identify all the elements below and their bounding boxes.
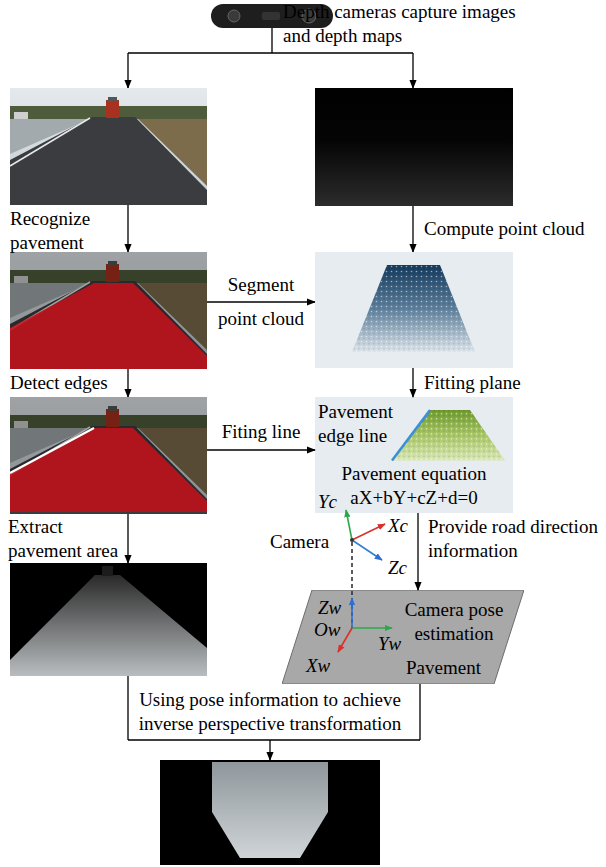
- dark-overlay: [10, 397, 207, 512]
- label-slot: Fitting plane: [424, 371, 521, 395]
- text-slot: Pavement: [406, 656, 481, 680]
- edge-label: Provide road direction information: [428, 515, 606, 563]
- camera-label: Camera: [270, 530, 329, 554]
- merge-bracket: [128, 676, 420, 740]
- dark-overlay: [10, 252, 207, 369]
- label-slot: Recognize pavement: [10, 207, 120, 255]
- label-slot: Detect edges: [10, 371, 108, 395]
- axis-arrow: [352, 627, 392, 629]
- camera-sensor: [262, 12, 280, 20]
- flow-arrow: [207, 301, 315, 302]
- step-label: Depth cameras capture images and depth m…: [283, 0, 523, 48]
- flow-arrow: [412, 368, 413, 397]
- label-slot: Segment point cloud: [210, 268, 312, 336]
- label-slot: Xc: [388, 514, 408, 538]
- axis-label: Yc: [318, 490, 337, 514]
- text-slot: Camera pose estimation: [402, 598, 506, 646]
- segmented-photo: [10, 252, 207, 369]
- axis-label: Yw: [378, 632, 401, 656]
- pose-step-label: Camera pose estimation: [402, 598, 506, 646]
- axis-arrow: [346, 510, 352, 540]
- flow-arrow: [127, 53, 128, 88]
- flow-arrow: [127, 369, 128, 397]
- plane-label: Pavement: [406, 656, 481, 680]
- camera-lens: [228, 10, 240, 22]
- point-cloud: [352, 265, 475, 352]
- axis-arrow: [352, 524, 385, 540]
- truck-shape: [102, 566, 113, 576]
- step-label: Detect edges: [10, 371, 108, 395]
- edge-label-slot: Provide road direction information: [428, 515, 606, 563]
- camera-origin: [350, 538, 354, 542]
- birdseye-pavement: [212, 762, 328, 858]
- step-label: Segment point cloud: [210, 268, 312, 336]
- edge-line: [10, 428, 94, 473]
- label-slot: Yw: [378, 632, 401, 656]
- axis-arrow: [352, 540, 382, 560]
- pavement-area: [10, 575, 207, 676]
- panel-note: Pavement edge line: [318, 400, 398, 448]
- axis-label: Xw: [306, 654, 330, 678]
- flow-arrow: [412, 53, 413, 88]
- step-label: Extract pavement area: [8, 515, 124, 563]
- pavement-mask: [10, 428, 207, 512]
- flow-arrow: [412, 206, 413, 252]
- edge-photo: [10, 397, 207, 514]
- point-cloud-panel: [315, 252, 513, 368]
- axis-label: Ow: [314, 618, 340, 642]
- axis-label: Zc: [388, 556, 407, 580]
- step-label: Recognize pavement: [10, 207, 120, 255]
- birdseye-image: [160, 760, 380, 865]
- label-slot: Depth cameras capture images and depth m…: [283, 0, 523, 48]
- label-slot: Xw: [306, 654, 330, 678]
- axis-label: Xc: [388, 514, 408, 538]
- label-slot: Fiting line: [207, 420, 315, 444]
- flow-arrow: [207, 449, 315, 450]
- fitted-plane: [392, 410, 505, 460]
- flow-connector: [417, 513, 418, 590]
- plane-fit-panel: Pavement edge linePavement equation aX+b…: [315, 397, 513, 513]
- step-label: Compute point cloud: [424, 217, 584, 241]
- step-label: Fiting line: [207, 420, 315, 444]
- edge-line: [392, 410, 430, 460]
- road-photo: [10, 88, 207, 205]
- plane-equation: Pavement equation aX+bY+cZ+d=0: [334, 462, 494, 510]
- label-slot: Ow: [314, 618, 340, 642]
- flow-arrow: [127, 514, 128, 563]
- pavement-mask: [10, 283, 207, 369]
- label-slot: Zc: [388, 556, 407, 580]
- panel-ground: [315, 397, 513, 513]
- label-slot: Yc: [318, 490, 337, 514]
- flow-arrow: [269, 740, 270, 760]
- flow-arrow: [127, 205, 128, 252]
- label-slot: Zw: [318, 596, 341, 620]
- point-cloud-dots: [352, 265, 475, 352]
- label-slot: Camera: [270, 530, 329, 554]
- axis-label: Zw: [318, 596, 341, 620]
- projection-dash: [351, 542, 353, 628]
- text-slot: Pavement edge line: [318, 400, 398, 448]
- axis-arrow: [351, 598, 353, 628]
- text-slot: Pavement equation aX+bY+cZ+d=0: [334, 462, 494, 510]
- label-slot: Using pose information to achieve invers…: [135, 688, 405, 736]
- step-label: Using pose information to achieve invers…: [135, 688, 405, 736]
- fitted-plane-dots: [392, 410, 505, 460]
- depth-map: [315, 88, 513, 206]
- label-slot: Compute point cloud: [424, 217, 584, 241]
- pavement-plane-shape: [282, 590, 524, 684]
- label-slot: Extract pavement area: [8, 515, 124, 563]
- step-label: Fitting plane: [424, 371, 521, 395]
- extracted-pavement: [10, 563, 207, 676]
